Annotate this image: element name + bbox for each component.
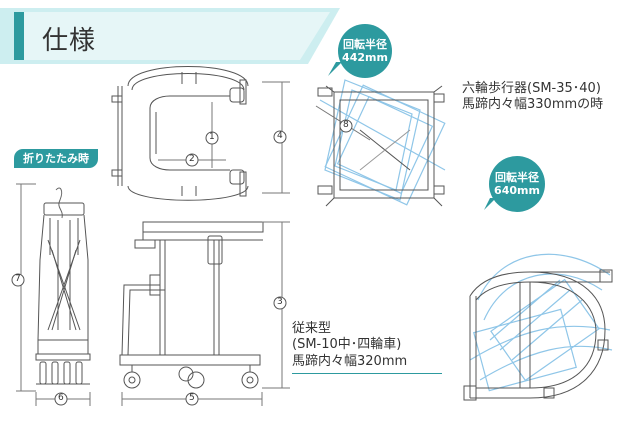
dimension-7-line	[11, 183, 36, 392]
conventional-underline	[292, 373, 442, 374]
six-wheel-rotation-drawing	[315, 79, 446, 207]
conventional-type: 従来型	[292, 321, 332, 336]
conventional-rotation-drawing	[463, 253, 613, 401]
turn-radius-small-label: 回転半径	[343, 38, 387, 51]
turn-radius-large-badge: 回転半径 640mm	[489, 156, 545, 212]
conventional-width: 馬蹄内々幅320mm	[292, 354, 408, 369]
page-title: 仕様	[42, 26, 97, 56]
dimension-5-label: 5	[189, 393, 195, 403]
dimension-7-label: 7	[15, 274, 21, 284]
dimension-4-line	[262, 81, 290, 194]
folded-label: 折りたたみ時	[14, 149, 98, 168]
dimension-2-line	[158, 153, 226, 167]
six-wheel-width: 馬蹄内々幅330mmの時	[462, 97, 604, 112]
dimension-5-line	[121, 392, 263, 406]
top-view-drawing	[111, 66, 249, 201]
conventional-model: (SM-10中･四輪車)	[292, 337, 402, 352]
dimension-4-label: 4	[277, 131, 283, 141]
dimension-1-line	[205, 102, 219, 168]
turn-radius-large-value: 640mm	[494, 184, 540, 197]
dimension-6-line	[35, 392, 91, 406]
turn-radius-large-label: 回転半径	[495, 171, 539, 184]
dimension-2-label: 2	[189, 154, 195, 164]
header-banner	[0, 8, 340, 64]
dimension-3-line	[262, 221, 290, 389]
bubble-tail-large	[484, 198, 496, 210]
turn-radius-small-value: 442mm	[342, 51, 388, 64]
dimension-3-label: 3	[277, 297, 283, 307]
bubble-tail-small	[328, 62, 342, 76]
dimension-8-label: 8	[343, 120, 349, 130]
dimension-1-label: 1	[209, 132, 215, 142]
six-wheel-model: 六輪歩行器(SM-35･40)	[462, 81, 601, 96]
side-view-drawing	[119, 221, 264, 389]
turn-radius-small-badge: 回転半径 442mm	[338, 24, 392, 78]
folded-walker-drawing	[35, 187, 91, 385]
dimension-6-label: 6	[58, 393, 64, 403]
